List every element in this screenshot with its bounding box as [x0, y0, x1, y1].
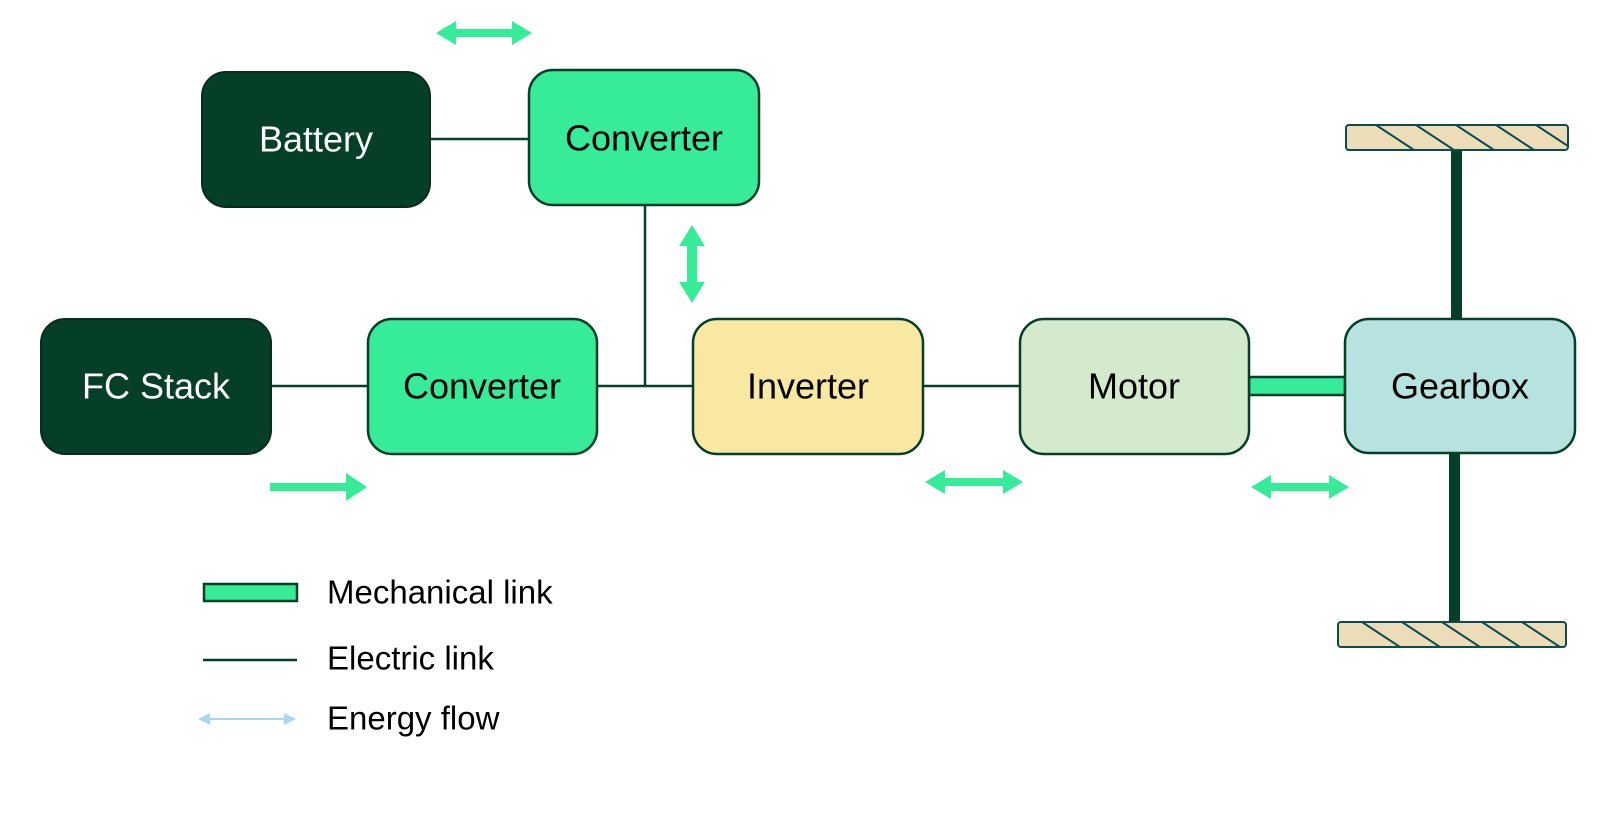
legend-mechanical-link-label: Mechanical link: [327, 574, 553, 611]
axle-upper: [1451, 150, 1462, 318]
inverter-label: Inverter: [747, 366, 869, 407]
converter-bottom-label: Converter: [403, 366, 561, 407]
inverter-block: Inverter: [691, 317, 925, 456]
converter-bottom-block: Converter: [366, 317, 599, 456]
converter-top-label: Converter: [565, 118, 723, 159]
wheel-top: [1345, 124, 1569, 151]
battery-label: Battery: [259, 119, 373, 160]
energy-flow-arrows: [270, 21, 1349, 501]
fc-stack-label: FC Stack: [82, 366, 231, 407]
energy-flow-arrow-top: [436, 21, 532, 45]
legend-energy-flow-label: Energy flow: [327, 700, 500, 737]
motor-label: Motor: [1088, 366, 1180, 407]
legend: Mechanical link Electric link Energy flo…: [198, 574, 553, 737]
gearbox-block: Gearbox: [1343, 317, 1577, 455]
gearbox-label: Gearbox: [1391, 366, 1529, 407]
legend-mechanical-link-swatch: [202, 582, 299, 603]
electric-links: [271, 137, 1020, 388]
mechanical-link-motor-gearbox: [1247, 375, 1347, 397]
energy-flow-arrow-fc: [270, 473, 367, 501]
energy-flow-arrow-motor-gearbox: [1251, 475, 1349, 499]
wheel-bottom: [1337, 621, 1567, 648]
axle-lower: [1449, 453, 1460, 622]
fc-stack-block: FC Stack: [40, 318, 272, 455]
motor-block: Motor: [1018, 317, 1251, 456]
energy-flow-arrow-vertical: [679, 225, 705, 303]
energy-flow-arrow-inverter-motor: [925, 470, 1023, 494]
legend-energy-flow-icon: [198, 713, 296, 725]
legend-electric-link-label: Electric link: [327, 640, 494, 677]
converter-top-block: Converter: [527, 68, 761, 207]
battery-block: Battery: [201, 71, 431, 208]
